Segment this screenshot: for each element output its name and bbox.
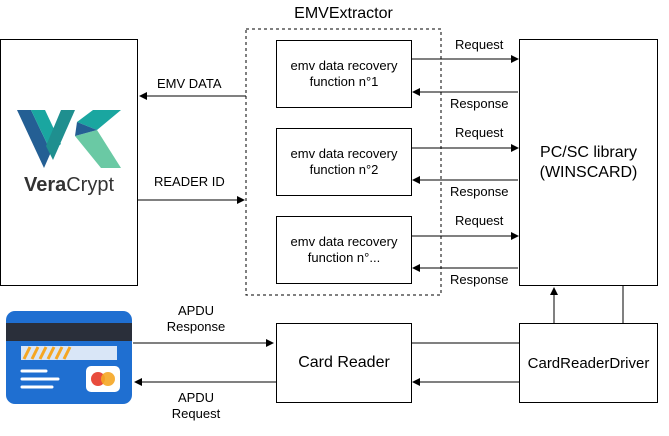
pcsc-line1: PC/SC library [540,143,637,161]
function-2-line2: function n°2 [309,162,379,177]
credit-card-icon [6,311,132,404]
response-label-1: Response [450,96,509,111]
apdu-request-line1: APDU [177,390,215,405]
pcsc-library-box[interactable]: PC/SC library (WINSCARD) [519,39,658,286]
request-label-3: Request [455,213,504,228]
response-label-2: Response [450,184,509,199]
function-1-line1: emv data recovery [290,58,398,73]
emvextractor-container [245,28,442,296]
apdu-response-line2: Response [166,319,226,334]
apdu-response-line1: APDU [177,303,215,318]
reader-id-label: READER ID [154,174,225,189]
function-box-2[interactable]: emv data recovery function n°2 [276,128,412,196]
veracrypt-logo-rest: Crypt [66,174,115,196]
request-label-1: Request [455,37,504,52]
function-2-line1: emv data recovery [290,146,398,161]
function-1-line2: function n°1 [309,74,379,89]
veracrypt-logo-icon [17,110,121,168]
function-3-line1: emv data recovery [290,234,398,249]
veracrypt-box[interactable]: VeraCrypt [0,39,138,286]
emvextractor-title: EMVExtractor [294,5,393,22]
function-3-line2: function n°... [307,250,381,265]
function-box-3[interactable]: emv data recovery function n°... [276,216,412,284]
card-reader-label: Card Reader [298,354,390,371]
response-label-3: Response [450,272,509,287]
emv-data-label: EMV DATA [157,76,222,91]
card-reader-driver-label: CardReaderDriver [527,354,650,372]
apdu-request-line2: Request [171,406,221,421]
request-label-2: Request [455,125,504,140]
pcsc-line2: (WINSCARD) [539,163,638,181]
apdu-response-label: APDU Response [160,303,232,335]
veracrypt-logo-bold: Vera [23,174,67,196]
card-reader-driver-box[interactable]: CardReaderDriver [519,323,658,403]
apdu-request-label: APDU Request [160,390,232,422]
function-box-1[interactable]: emv data recovery function n°1 [276,40,412,108]
veracrypt-logo-text: VeraCrypt [1,174,137,197]
card-reader-box[interactable]: Card Reader [276,323,412,403]
